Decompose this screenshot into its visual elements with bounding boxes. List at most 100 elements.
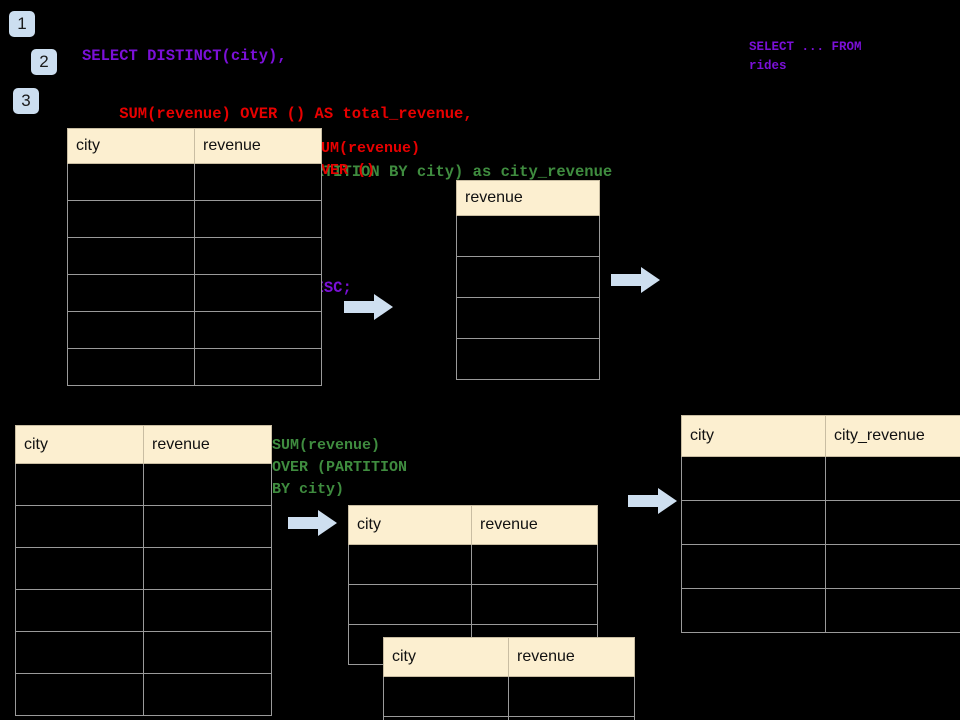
table-rides-top: city revenue	[67, 128, 322, 386]
cell-revenue	[471, 584, 598, 625]
table-row	[348, 544, 598, 585]
cell-revenue	[508, 716, 635, 720]
cell-city	[15, 547, 144, 590]
cell-city	[67, 348, 195, 386]
table-partition-back: city revenue	[348, 505, 598, 665]
table-row	[456, 256, 600, 298]
table-row	[348, 584, 598, 625]
cell-revenue	[194, 200, 322, 238]
table-row	[383, 716, 635, 720]
cell-revenue	[143, 505, 272, 548]
table-rides-bottom: city revenue	[15, 425, 272, 716]
table-row	[15, 505, 272, 548]
table-row	[456, 215, 600, 257]
table-row	[67, 311, 322, 349]
table-header-row: revenue	[456, 180, 600, 216]
table-row	[456, 338, 600, 380]
cell-city	[15, 505, 144, 548]
cell-city	[15, 673, 144, 716]
arrow-right-icon	[344, 294, 393, 320]
column-header-revenue: revenue	[508, 637, 635, 677]
table-row	[67, 274, 322, 312]
cell-revenue	[194, 311, 322, 349]
table-header-row: city revenue	[348, 505, 598, 545]
cell-revenue	[143, 631, 272, 674]
cell-city-revenue	[825, 456, 960, 501]
cell-revenue	[471, 544, 598, 585]
table-row	[456, 297, 600, 339]
cell-city	[681, 500, 826, 545]
cell-revenue	[194, 163, 322, 201]
table-row	[67, 348, 322, 386]
table-result: city city_revenue	[681, 415, 960, 633]
column-header-revenue: revenue	[194, 128, 322, 164]
cell-revenue	[143, 589, 272, 632]
cell-revenue	[456, 256, 600, 298]
cell-revenue	[194, 237, 322, 275]
column-header-city: city	[383, 637, 509, 677]
cell-city	[15, 589, 144, 632]
cell-revenue	[143, 673, 272, 716]
arrow-right-icon	[288, 510, 337, 536]
table-row	[15, 631, 272, 674]
cell-city	[67, 311, 195, 349]
cell-city	[67, 274, 195, 312]
arrow-right-icon	[611, 267, 660, 293]
sql-line-total-revenue: SUM(revenue) OVER () AS total_revenue,	[82, 105, 473, 123]
sql-line-select: SELECT DISTINCT(city),	[82, 47, 287, 65]
cell-revenue	[456, 297, 600, 339]
table-total-revenue: revenue	[456, 180, 600, 380]
cell-city	[67, 200, 195, 238]
annotation-total-revenue: SUM(revenue) OVER ()	[312, 140, 421, 179]
cell-revenue	[456, 338, 600, 380]
cell-city	[681, 544, 826, 589]
cell-revenue	[508, 676, 635, 717]
cell-city	[383, 676, 509, 717]
step-badge-1: 1	[9, 11, 35, 37]
annotation-city-revenue: SUM(revenue) OVER (PARTITION BY city)	[272, 437, 408, 498]
cell-city-revenue	[825, 588, 960, 633]
table-row	[15, 463, 272, 506]
step-badge-3: 3	[13, 88, 39, 114]
column-header-city: city	[681, 415, 826, 457]
table-row	[67, 200, 322, 238]
cell-revenue	[194, 274, 322, 312]
table-row	[67, 163, 322, 201]
table-row	[681, 588, 960, 633]
cell-city	[67, 237, 195, 275]
column-header-city: city	[67, 128, 195, 164]
table-header-row: city city_revenue	[681, 415, 960, 457]
table-row	[383, 676, 635, 717]
cell-city	[383, 716, 509, 720]
step-badge-2: 2	[31, 49, 57, 75]
table-header-row: city revenue	[383, 637, 635, 677]
table-row	[15, 589, 272, 632]
cell-city-revenue	[825, 500, 960, 545]
column-header-revenue: revenue	[143, 425, 272, 464]
cell-revenue	[143, 547, 272, 590]
table-row	[67, 237, 322, 275]
cell-city-revenue	[825, 544, 960, 589]
cell-city	[681, 456, 826, 501]
column-header-revenue: revenue	[471, 505, 598, 545]
table-header-row: city revenue	[67, 128, 322, 164]
cell-city	[15, 631, 144, 674]
table-row	[681, 500, 960, 545]
cell-city	[15, 463, 144, 506]
cell-city	[67, 163, 195, 201]
sidenote-select-from-rides: SELECT ... FROM rides	[749, 40, 862, 73]
table-row	[15, 547, 272, 590]
column-header-city: city	[15, 425, 144, 464]
cell-city	[348, 544, 472, 585]
table-row	[681, 544, 960, 589]
cell-city	[348, 584, 472, 625]
table-row	[15, 673, 272, 716]
column-header-city: city	[348, 505, 472, 545]
arrow-bottom-right-icon	[628, 486, 678, 521]
cell-revenue	[194, 348, 322, 386]
arrow-top-left-icon	[344, 292, 394, 327]
cell-revenue	[143, 463, 272, 506]
cell-revenue	[456, 215, 600, 257]
column-header-city-revenue: city_revenue	[825, 415, 960, 457]
